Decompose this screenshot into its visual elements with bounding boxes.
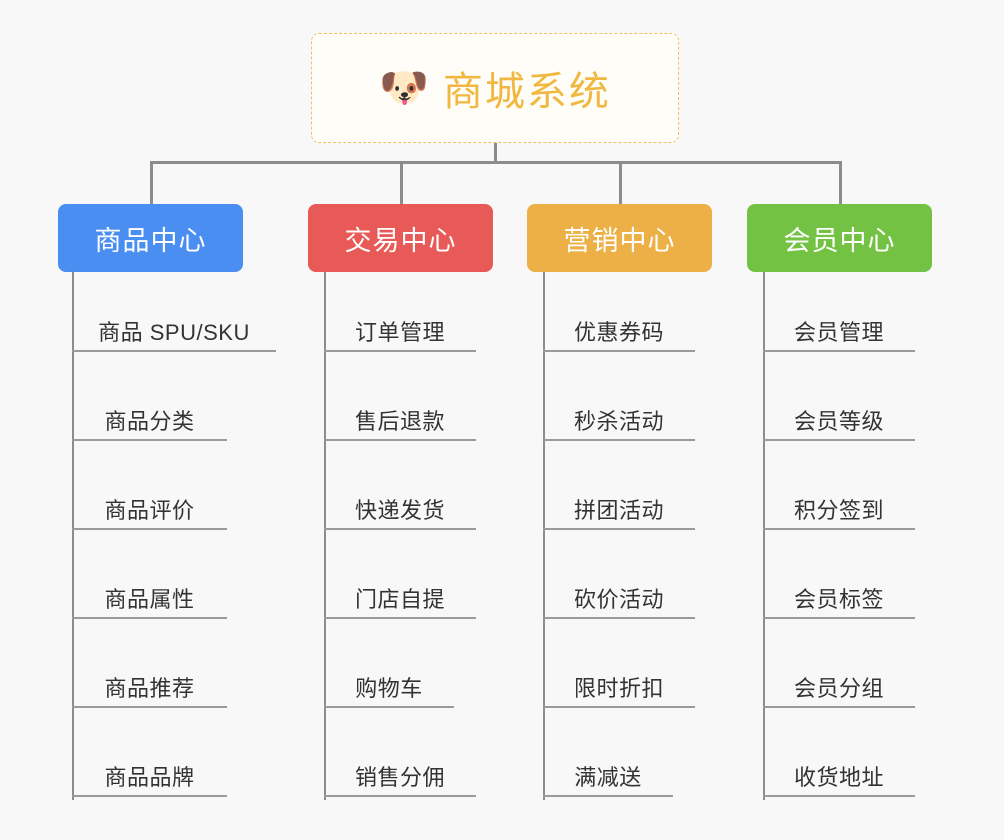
list-item-label: 商品属性: [104, 587, 195, 612]
column-spine: [763, 272, 765, 800]
list-item[interactable]: 商品推荐: [72, 658, 227, 708]
list-item-label: 购物车: [355, 676, 423, 701]
column-spine: [324, 272, 326, 800]
list-item-label: 积分签到: [793, 498, 884, 523]
connector-drop-4: [839, 161, 842, 204]
list-item-label: 商品评价: [104, 498, 195, 523]
list-item[interactable]: 优惠券码: [543, 302, 695, 352]
list-item-label: 收货地址: [793, 765, 884, 790]
connector-drop-2: [400, 161, 403, 204]
list-item[interactable]: 商品 SPU/SKU: [72, 302, 276, 352]
list-item[interactable]: 会员管理: [763, 302, 915, 352]
connector-horizontal-bus: [150, 161, 842, 164]
list-item-label: 会员分组: [793, 676, 884, 701]
category-label: 营销中心: [563, 225, 676, 256]
category-label: 交易中心: [344, 225, 457, 256]
list-item[interactable]: 砍价活动: [543, 569, 695, 619]
connector-drop-3: [619, 161, 622, 204]
category-header-product-center[interactable]: 商品中心: [58, 204, 243, 272]
list-item-label: 门店自提: [354, 587, 445, 612]
list-item-label: 会员等级: [793, 409, 884, 434]
list-item[interactable]: 销售分佣: [324, 747, 476, 797]
list-item[interactable]: 积分签到: [763, 480, 915, 530]
list-item[interactable]: 商品分类: [72, 391, 227, 441]
connector-drop-1: [150, 161, 153, 204]
list-item-label: 砍价活动: [573, 587, 664, 612]
category-header-marketing-center[interactable]: 营销中心: [527, 204, 712, 272]
list-item[interactable]: 售后退款: [324, 391, 476, 441]
list-item[interactable]: 限时折扣: [543, 658, 695, 708]
list-item[interactable]: 秒杀活动: [543, 391, 695, 441]
list-item-label: 拼团活动: [573, 498, 664, 523]
column-spine: [72, 272, 74, 800]
list-item-label: 商品品牌: [104, 765, 195, 790]
list-item[interactable]: 拼团活动: [543, 480, 695, 530]
category-label: 商品中心: [94, 225, 207, 256]
list-item-label: 满减送: [574, 765, 642, 790]
list-item-label: 商品 SPU/SKU: [98, 320, 250, 345]
list-item[interactable]: 收货地址: [763, 747, 915, 797]
list-item-label: 会员管理: [793, 320, 884, 345]
root-title: 商城系统: [442, 70, 611, 114]
list-item-label: 优惠券码: [573, 320, 664, 345]
column-spine: [543, 272, 545, 800]
list-item-label: 会员标签: [793, 587, 884, 612]
list-item-label: 售后退款: [354, 409, 445, 434]
list-item[interactable]: 商品属性: [72, 569, 227, 619]
list-item[interactable]: 会员等级: [763, 391, 915, 441]
list-item[interactable]: 商品品牌: [72, 747, 227, 797]
list-item[interactable]: 会员标签: [763, 569, 915, 619]
list-item[interactable]: 会员分组: [763, 658, 915, 708]
root-node[interactable]: 🐶 商城系统: [311, 33, 679, 143]
list-item-label: 商品推荐: [104, 676, 195, 701]
category-header-member-center[interactable]: 会员中心: [747, 204, 932, 272]
list-item[interactable]: 满减送: [543, 747, 673, 797]
list-item[interactable]: 商品评价: [72, 480, 227, 530]
list-item-label: 快递发货: [354, 498, 445, 523]
list-item-label: 秒杀活动: [573, 409, 664, 434]
list-item-label: 订单管理: [354, 320, 445, 345]
list-item[interactable]: 门店自提: [324, 569, 476, 619]
dog-face-icon: 🐶: [379, 66, 429, 110]
list-item-label: 商品分类: [104, 409, 195, 434]
list-item[interactable]: 购物车: [324, 658, 454, 708]
list-item[interactable]: 订单管理: [324, 302, 476, 352]
category-header-trade-center[interactable]: 交易中心: [308, 204, 493, 272]
category-label: 会员中心: [783, 225, 896, 256]
list-item[interactable]: 快递发货: [324, 480, 476, 530]
list-item-label: 销售分佣: [354, 765, 445, 790]
connector-root-stem: [494, 143, 497, 163]
list-item-label: 限时折扣: [573, 676, 664, 701]
